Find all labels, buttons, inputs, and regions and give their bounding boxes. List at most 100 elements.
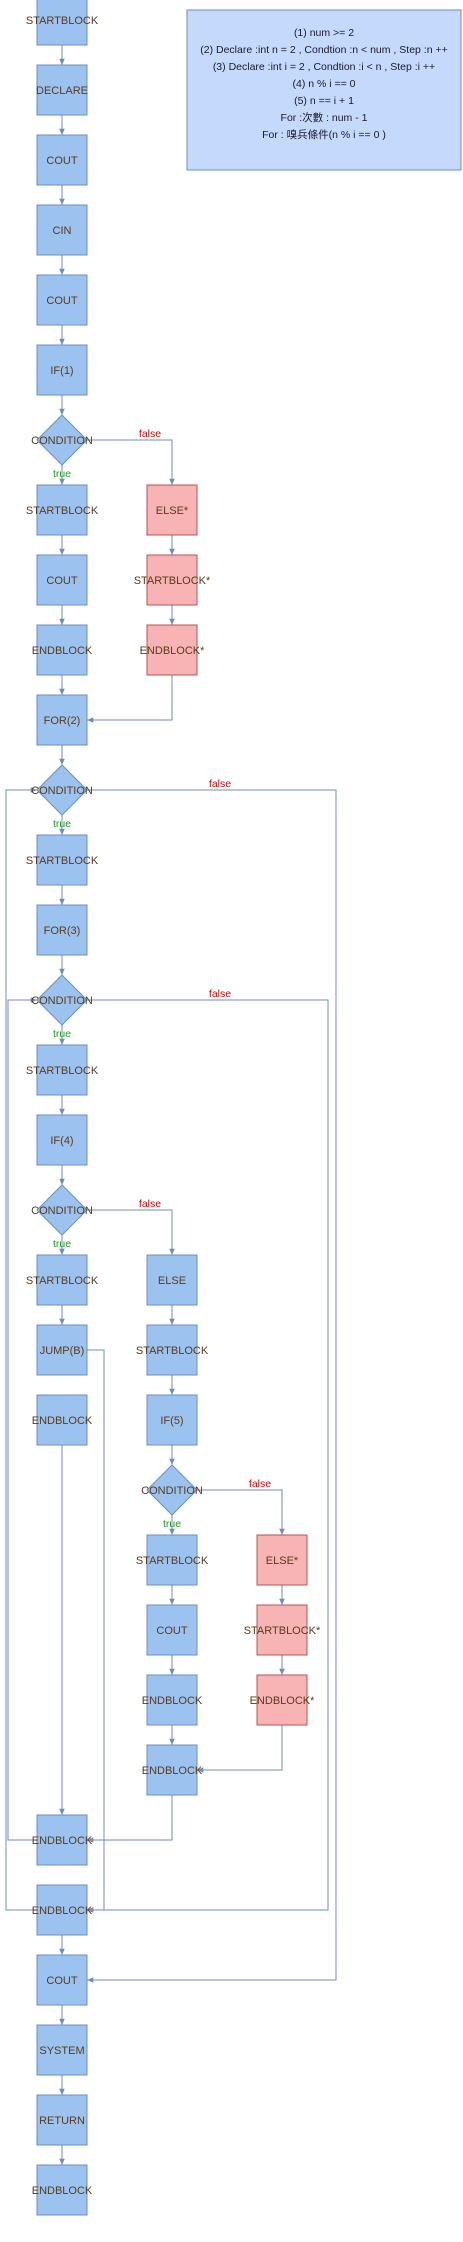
nodes-layer: STARTBLOCK DECLARE COUT CIN COUT IF(1) CONDITI…: [26, 0, 321, 2216]
decision-diamond: [36, 414, 88, 466]
node-label: FOR(3): [44, 925, 81, 937]
block-shape: [36, 1884, 88, 1936]
legend-line-5: (5) n == i + 1: [294, 95, 354, 107]
block-shape: [36, 134, 88, 186]
block-shape: [36, 2024, 88, 2076]
edge-label-true: true: [53, 1238, 71, 1250]
node-end2: ENDBLOCK*: [140, 624, 205, 676]
node-label: ENDBLOCK: [32, 1905, 93, 1917]
node-start: STARTBLOCK: [26, 0, 99, 46]
node-cout4: COUT: [146, 1604, 198, 1656]
legend-line-1: (1) num >= 2: [294, 27, 354, 39]
block-shape: [36, 1394, 88, 1446]
legend-line-4: (4) n % i == 0: [292, 78, 355, 90]
node-label: JUMP(B): [40, 1345, 85, 1357]
node-cond4: CONDITION: [31, 1184, 93, 1236]
alt-block-shape: [256, 1534, 308, 1586]
node-label: COUT: [46, 1975, 77, 1987]
node-start9: STARTBLOCK*: [244, 1604, 321, 1656]
node-end7: ENDBLOCK: [32, 1814, 93, 1866]
node-if4: IF(4): [36, 1114, 88, 1166]
node-label: FOR(2): [44, 715, 81, 727]
edge-connector: [7, 997, 37, 1841]
node-label: CONDITION: [31, 435, 93, 447]
node-label: ELSE*: [156, 505, 189, 517]
legend-line-2: (2) Declare :int n = 2 , Condtion :n < n…: [200, 44, 447, 56]
block-shape: [146, 1604, 198, 1656]
node-label: STARTBLOCK: [26, 1065, 99, 1077]
legend-line-7: For : 嗅兵條件(n % i == 0 ): [262, 128, 386, 141]
node-start6: STARTBLOCK: [26, 1254, 99, 1306]
block-shape: [36, 204, 88, 256]
block-shape: [36, 694, 88, 746]
block-shape: [36, 2094, 88, 2146]
node-cout1: COUT: [36, 134, 88, 186]
block-shape: [36, 1114, 88, 1166]
edge-label-true: true: [163, 1518, 181, 1530]
legend-box: (1) num >= 2 (2) Declare :int n = 2 , Co…: [186, 9, 462, 171]
block-shape: [36, 904, 88, 956]
node-cin: CIN: [36, 204, 88, 256]
node-label: IF(5): [160, 1415, 183, 1427]
node-cout5: COUT: [36, 1954, 88, 2006]
node-for3: FOR(3): [36, 904, 88, 956]
block-shape: [36, 1044, 88, 1096]
alt-block-shape: [256, 1604, 308, 1656]
node-label: SYSTEM: [39, 2045, 84, 2057]
edge-connector: [5, 787, 37, 1911]
edge-connector: [87, 1349, 105, 1913]
node-label: STARTBLOCK: [136, 1555, 209, 1567]
node-end3: ENDBLOCK: [32, 1394, 93, 1446]
node-jump: JUMP(B): [36, 1324, 88, 1376]
node-end9: ENDBLOCK: [32, 2164, 93, 2216]
node-if5: IF(5): [146, 1394, 198, 1446]
node-start3: STARTBLOCK*: [134, 554, 211, 606]
alt-block-shape: [146, 624, 198, 676]
node-label: STARTBLOCK: [26, 15, 99, 27]
edge-label-false: false: [139, 428, 161, 440]
node-end6: ENDBLOCK*: [250, 1674, 316, 1726]
node-cond2: CONDITION: [31, 764, 93, 816]
node-label: IF(1): [50, 365, 73, 377]
block-shape: [36, 834, 88, 886]
edges-layer: [5, 45, 337, 2165]
node-declare: DECLARE: [36, 64, 88, 116]
edge-label-false: false: [139, 1198, 161, 1210]
edge-connector: [87, 1209, 175, 1255]
edge-label-false: false: [249, 1478, 271, 1490]
node-label: ENDBLOCK: [32, 645, 93, 657]
legend-line-6: For :次數 : num - 1: [281, 111, 368, 124]
node-cond5: CONDITION: [141, 1464, 203, 1516]
block-shape: [146, 1394, 198, 1446]
node-cond1: CONDITION: [31, 414, 93, 466]
node-label: STARTBLOCK*: [244, 1625, 321, 1637]
block-shape: [36, 2164, 88, 2216]
node-label: ELSE*: [266, 1555, 299, 1567]
legend-line-3: (3) Declare :int i = 2 , Condtion :i < n…: [213, 61, 435, 73]
block-shape: [146, 1324, 198, 1376]
edge-connector: [87, 789, 337, 1983]
node-end5: ENDBLOCK: [142, 1744, 203, 1796]
block-shape: [36, 0, 88, 46]
node-label: COUT: [46, 155, 77, 167]
edge-label-true: true: [53, 468, 71, 480]
node-start2: STARTBLOCK: [26, 484, 99, 536]
node-else2: ELSE: [146, 1254, 198, 1306]
node-label: COUT: [46, 295, 77, 307]
node-return: RETURN: [36, 2094, 88, 2146]
block-shape: [36, 484, 88, 536]
decision-diamond: [146, 1464, 198, 1516]
block-shape: [36, 344, 88, 396]
node-label: ELSE: [158, 1275, 186, 1287]
edge-labels-layer: truefalsetruefalsetruefalsetruefalsetrue…: [53, 428, 271, 1530]
node-end4: ENDBLOCK: [142, 1674, 203, 1726]
node-label: CONDITION: [31, 785, 93, 797]
node-label: COUT: [46, 575, 77, 587]
node-else1: ELSE*: [146, 484, 198, 536]
node-system: SYSTEM: [36, 2024, 88, 2076]
node-if1: IF(1): [36, 344, 88, 396]
block-shape: [146, 1534, 198, 1586]
edge-label-true: true: [53, 818, 71, 830]
node-start8: STARTBLOCK: [136, 1534, 209, 1586]
node-label: ENDBLOCK*: [250, 1695, 316, 1707]
